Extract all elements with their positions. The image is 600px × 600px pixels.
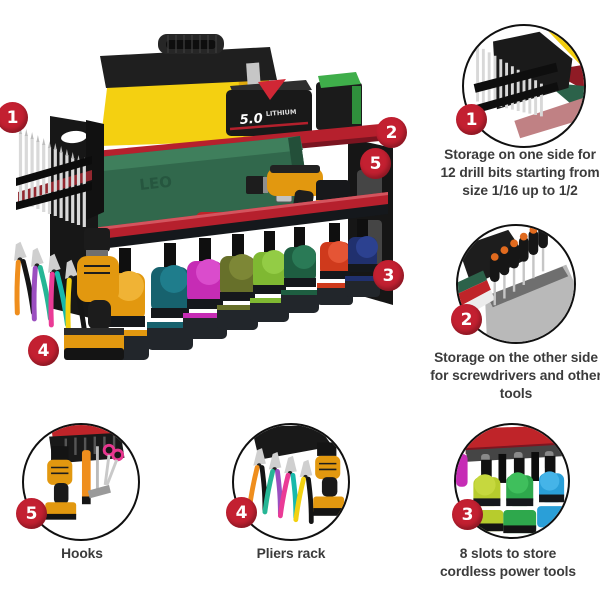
case-brand-text: LEO — [139, 173, 173, 194]
caption-line: Pliers rack — [256, 546, 326, 561]
slot-drill-green — [503, 457, 537, 534]
caption-line: cordless power tools — [439, 564, 576, 579]
pliers-rack — [14, 241, 87, 334]
inset-badge-4: 4 — [226, 497, 257, 528]
standing-drill — [64, 228, 124, 360]
battery-lithium: 5.0 LITHIUM — [226, 79, 312, 136]
inset-badge-1: 1 — [456, 104, 487, 135]
slot-drill-blue — [537, 455, 567, 528]
slot-drill-lime — [470, 459, 504, 532]
tool-organizer-photo: 5.0 LITHIUM LEO — [14, 34, 393, 360]
pliers-set — [247, 448, 314, 525]
caption-slots: 8 slots to store cordless power tools — [408, 545, 600, 581]
hanging-drill-olive — [217, 234, 258, 330]
inset-drill-bits-photo — [462, 24, 586, 148]
hanging-drill-magenta — [183, 238, 227, 339]
battery-chem-text: LITHIUM — [266, 108, 297, 118]
caption-line: size 1/16 up to 1/2 — [462, 183, 578, 198]
caption-pliers: Pliers rack — [227, 545, 355, 563]
caption-line: 8 slots to store — [459, 546, 557, 561]
caption-hooks: Hooks — [23, 545, 141, 563]
callout-badge-2: 2 — [376, 117, 407, 148]
hanging-drill-navy — [345, 219, 380, 297]
pliers-inset-drill — [313, 442, 345, 516]
caption-line: 12 drill bits starting from — [440, 165, 600, 180]
battery-capacity-text: 5.0 — [239, 111, 263, 128]
callout-badge-1: 1 — [0, 102, 28, 133]
hanging-drill-lime — [250, 231, 289, 322]
hanging-drill-red — [317, 223, 353, 305]
caption-line: tools — [499, 386, 533, 401]
inset-badge-2: 2 — [451, 304, 482, 335]
hanging-drill-teal — [147, 243, 193, 350]
callout-badge-3: 3 — [373, 260, 404, 291]
hooks-scissors — [102, 443, 124, 486]
hanging-drill-forest — [281, 227, 319, 313]
caption-line: Storage on one side for — [444, 147, 596, 162]
battery-green — [316, 72, 362, 130]
inset-badge-5: 5 — [16, 498, 47, 529]
callout-badge-5: 5 — [360, 148, 391, 179]
middle-shelf — [92, 192, 388, 250]
hooks-yellow-drill — [45, 446, 77, 520]
caption-line: for screwdrivers and other — [430, 368, 600, 383]
caption-line: Hooks — [61, 546, 103, 561]
caption-line: Storage on the other side — [434, 350, 598, 365]
callout-badge-4: 4 — [28, 335, 59, 366]
inset-slots-photo — [454, 423, 570, 539]
inset-badge-3: 3 — [452, 499, 483, 530]
drill-bit-rack — [16, 120, 104, 227]
caption-screwdrivers: Storage on the other side for screwdrive… — [414, 349, 600, 403]
caption-drill-bits: Storage on one side for 12 drill bits st… — [417, 146, 600, 200]
